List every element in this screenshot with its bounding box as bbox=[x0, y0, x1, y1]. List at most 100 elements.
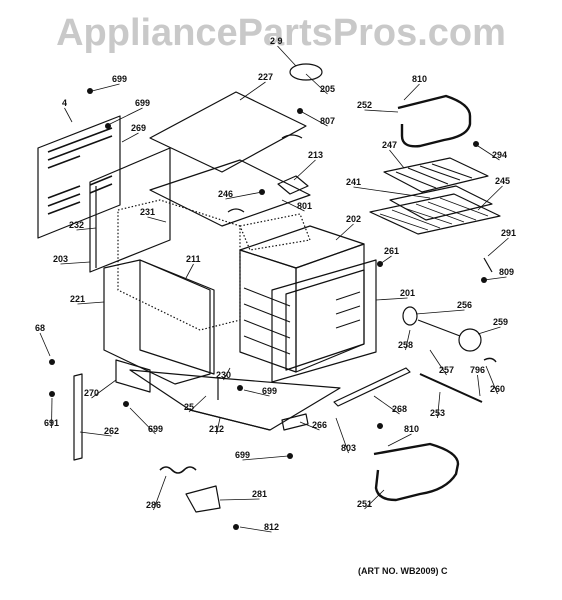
part-callout: 699 bbox=[148, 424, 163, 434]
callout-leader bbox=[335, 223, 354, 241]
part-callout: 256 bbox=[457, 300, 472, 310]
callout-leader bbox=[364, 109, 399, 113]
callout-leader bbox=[216, 417, 221, 435]
back-panel bbox=[37, 115, 121, 239]
callout-leader bbox=[477, 185, 503, 211]
callout-leader bbox=[437, 391, 441, 419]
part-callout: 261 bbox=[384, 246, 399, 256]
bracket-266 bbox=[281, 413, 309, 431]
callout-leader bbox=[129, 407, 156, 435]
callout-leader bbox=[335, 417, 349, 454]
callout-leader bbox=[64, 107, 73, 123]
callout-leader bbox=[301, 111, 328, 127]
callout-leader bbox=[239, 81, 266, 101]
part-callout: 213 bbox=[308, 150, 323, 160]
callout-leader bbox=[415, 309, 465, 315]
part-callout: 252 bbox=[357, 100, 372, 110]
leader-lines bbox=[39, 45, 509, 533]
callout-leader bbox=[185, 263, 194, 279]
callout-leader bbox=[91, 83, 120, 92]
callout-leader bbox=[243, 389, 270, 397]
part-callout: 268 bbox=[392, 404, 407, 414]
callout-leader bbox=[389, 149, 405, 169]
top-plate bbox=[149, 91, 307, 173]
knob bbox=[289, 63, 323, 81]
part-callout: 699 bbox=[135, 98, 150, 108]
callout-leader bbox=[109, 107, 143, 125]
part-callout: 2 9 bbox=[270, 36, 283, 46]
part-callout: 230 bbox=[216, 370, 231, 380]
insulation-top bbox=[149, 159, 311, 227]
callout-leader bbox=[305, 73, 328, 95]
callout-leader bbox=[77, 301, 105, 305]
callout-leader bbox=[405, 329, 411, 351]
base-pan bbox=[129, 369, 341, 431]
part-callout: 205 bbox=[320, 84, 335, 94]
part-callout: 281 bbox=[252, 489, 267, 499]
part-callout: 810 bbox=[412, 74, 427, 84]
callout-leader bbox=[379, 255, 392, 265]
oven-rack bbox=[369, 193, 501, 235]
side-rail bbox=[73, 373, 83, 461]
bake-element bbox=[373, 442, 460, 502]
part-callout: 257 bbox=[439, 365, 454, 375]
part-callout: 269 bbox=[131, 123, 146, 133]
callout-leader bbox=[219, 498, 260, 501]
wire-291 bbox=[483, 257, 493, 273]
callout-leader bbox=[242, 455, 289, 461]
part-callout: 251 bbox=[357, 499, 372, 509]
screws bbox=[49, 88, 487, 530]
part-callout: 232 bbox=[69, 220, 84, 230]
part-callout: 25 bbox=[184, 402, 194, 412]
part-callout: 262 bbox=[104, 426, 119, 436]
part-callout: 691 bbox=[44, 418, 59, 428]
callout-leader bbox=[299, 421, 320, 431]
callout-leader bbox=[225, 191, 263, 200]
callout-leader bbox=[364, 489, 385, 510]
callout-leader bbox=[223, 367, 231, 381]
part-callout: 227 bbox=[258, 72, 273, 82]
part-callout: 807 bbox=[320, 116, 335, 126]
part-callout: 247 bbox=[382, 140, 397, 150]
part-callout: 286 bbox=[146, 500, 161, 510]
callout-leader bbox=[239, 526, 272, 533]
part-callout: 231 bbox=[140, 207, 155, 217]
part-callout: 246 bbox=[218, 189, 233, 199]
clip-260 bbox=[483, 357, 497, 363]
part-callout: 203 bbox=[53, 254, 68, 264]
part-callout: 699 bbox=[262, 386, 277, 396]
part-callout: 699 bbox=[235, 450, 250, 460]
side-panel bbox=[89, 147, 171, 273]
callout-leader bbox=[153, 475, 167, 511]
front-frame bbox=[243, 259, 377, 383]
callout-leader bbox=[60, 261, 91, 265]
watermark: AppliancePartsPros.com bbox=[56, 12, 506, 54]
callout-leader bbox=[39, 332, 51, 357]
callout-leader bbox=[477, 374, 481, 397]
part-callout: 699 bbox=[112, 74, 127, 84]
part-callout: 221 bbox=[70, 294, 85, 304]
callout-leader bbox=[487, 237, 509, 257]
left-panel bbox=[103, 259, 215, 385]
callout-leader bbox=[51, 397, 53, 429]
callout-leader bbox=[375, 297, 408, 301]
light-bulb bbox=[458, 328, 482, 352]
callout-leader bbox=[79, 431, 112, 437]
part-callout: 4 bbox=[62, 98, 67, 108]
part-callout: 291 bbox=[501, 228, 516, 238]
callout-leader bbox=[293, 159, 316, 181]
callout-leader bbox=[91, 379, 117, 399]
part-callout: 270 bbox=[84, 388, 99, 398]
broil-pan-bottom bbox=[389, 185, 493, 221]
callout-leader bbox=[121, 132, 139, 143]
callout-leader bbox=[477, 145, 500, 161]
part-callout: 68 bbox=[35, 323, 45, 333]
callout-leader bbox=[403, 83, 420, 101]
broil-element bbox=[397, 94, 472, 148]
callout-leader bbox=[373, 395, 400, 415]
part-callout: 810 bbox=[404, 424, 419, 434]
callout-leader bbox=[188, 395, 207, 413]
rail bbox=[333, 367, 411, 407]
